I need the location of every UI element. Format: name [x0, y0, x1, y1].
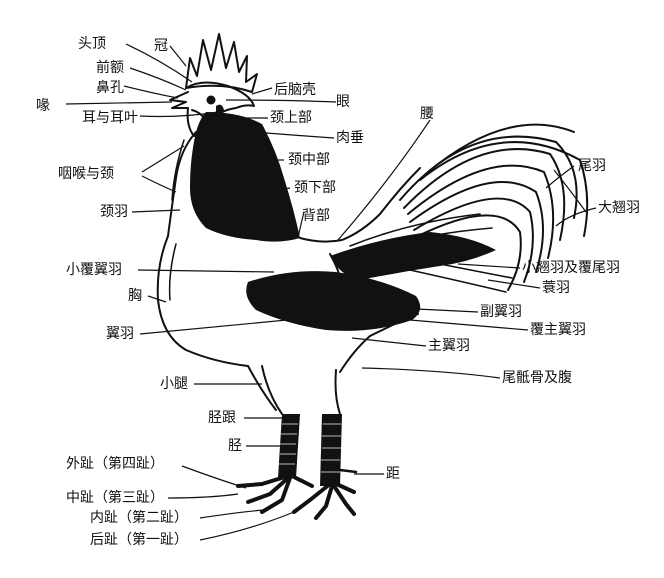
label-neck-feather: 颈羽: [100, 204, 128, 220]
back-outline: [299, 167, 421, 243]
eye-shape: [206, 95, 216, 105]
label-wattle: 肉垂: [336, 130, 364, 146]
beak-shape: [169, 91, 189, 109]
label-breast: 胸: [128, 288, 142, 304]
label-middle-toe: 中趾（第三趾）: [66, 489, 164, 506]
label-outer-toe: 外趾（第四趾）: [66, 455, 164, 472]
label-ear-earlobe: 耳与耳叶: [82, 110, 138, 126]
label-nostril: 鼻孔: [96, 79, 124, 96]
label-fluff-abdomen: 尾骶骨及腹: [502, 369, 572, 386]
breast-outline: [156, 235, 277, 411]
label-head-top: 头顶: [78, 36, 106, 52]
leader-lines: [65, 43, 597, 541]
label-back-toe: 后趾（第一趾）: [90, 531, 188, 548]
feet-shapes: [236, 472, 356, 520]
label-lesser-sickle: 小翘羽及覆尾羽: [522, 260, 620, 276]
head-shape: [185, 81, 255, 119]
tail-feathers: [399, 123, 589, 291]
label-wing-feather: 翼羽: [106, 326, 134, 342]
label-comb: 冠: [154, 38, 168, 54]
label-sickle: 大翘羽: [598, 200, 640, 216]
label-back-skull: 后脑壳: [274, 81, 316, 98]
label-thigh: 小腿: [160, 376, 188, 392]
label-eye: 眼: [336, 94, 350, 110]
label-spur: 距: [386, 466, 400, 482]
label-hock: 胫跟: [208, 410, 236, 426]
label-lesser-wing-coverts: 小覆翼羽: [66, 262, 122, 278]
neck-hackle-shape: [190, 112, 300, 242]
saddle-feather-shape: [330, 232, 496, 280]
label-neck-middle: 颈中部: [288, 152, 330, 168]
label-forehead: 前额: [96, 59, 124, 76]
thigh-shape: [261, 365, 341, 415]
label-back: 背部: [302, 208, 330, 224]
comb-shape: [185, 33, 258, 93]
label-shank: 胫: [228, 438, 242, 454]
throat-outline: [167, 131, 197, 237]
label-neck-lower: 颈下部: [294, 180, 336, 196]
label-primary-coverts: 覆主翼羽: [530, 322, 586, 338]
label-secondaries: 副翼羽: [480, 304, 522, 320]
label-primaries: 主翼羽: [428, 338, 470, 354]
label-throat-neck: 咽喉与颈: [58, 166, 114, 182]
label-saddle-hackle: 蓑羽: [542, 280, 570, 296]
label-neck-upper: 颈上部: [270, 110, 312, 126]
spur-shape: [338, 468, 358, 474]
rooster-illustration: [156, 33, 589, 520]
label-beak: 喙: [36, 98, 50, 114]
labels: 头顶 冠 前额 鼻孔 喙 耳与耳叶 后脑壳 眼 颈上部 肉垂 颈中部 咽喉与颈 …: [36, 36, 640, 548]
label-tail-feather: 尾羽: [578, 158, 606, 174]
label-inner-toe: 内趾（第二趾）: [90, 509, 188, 526]
label-saddle: 腰: [420, 106, 434, 122]
shank-shapes: [278, 414, 342, 486]
